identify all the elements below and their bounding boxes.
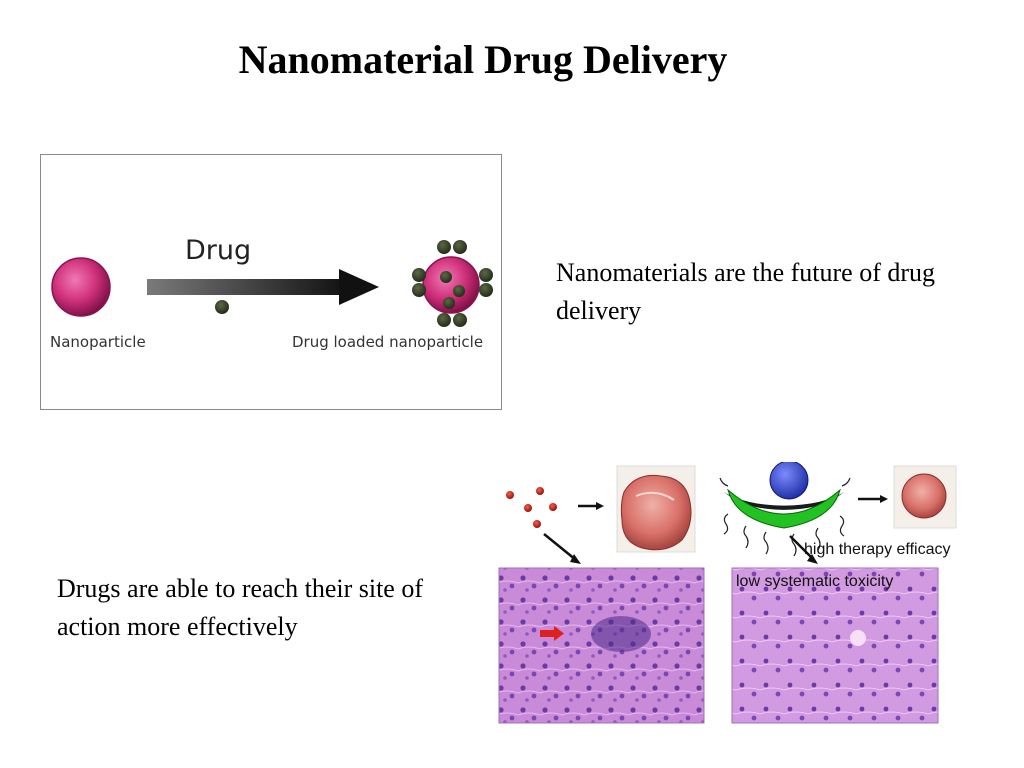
- arrow-icon: [543, 533, 581, 564]
- high-therapy-efficacy-caption: high therapy efficacy: [804, 541, 951, 558]
- low-systematic-toxicity-caption: low systematic toxicity: [736, 573, 894, 590]
- tumor-small-image: [893, 465, 957, 529]
- slide-title: Nanomaterial Drug Delivery: [238, 37, 728, 82]
- drug-label: Drug: [185, 235, 252, 266]
- nanoparticle-icon: [51, 257, 111, 317]
- nanoparticle-label: Nanoparticle: [50, 333, 146, 351]
- drug-loaded-nanoparticle-icon: [412, 240, 493, 327]
- therapy-comparison-figure: high therapy efficacy low systematic tox…: [496, 462, 966, 724]
- arrow-icon: [789, 535, 818, 564]
- drug-loaded-nanoparticle-label: Drug loaded nanoparticle: [292, 333, 484, 351]
- free-drug-dots-icon: [506, 487, 557, 528]
- tumor-large-image: [616, 465, 696, 553]
- arrow-icon: [147, 269, 379, 305]
- future-text: Nanomaterials are the future of drug del…: [556, 258, 936, 325]
- nanoparticle-loading-figure: Drug Nanoparticle Drug loaded nanopartic…: [40, 154, 502, 410]
- arrow-icon: [858, 495, 888, 503]
- site-of-action-text: Drugs are able to reach their site of ac…: [57, 574, 424, 641]
- histology-right-image: [731, 567, 939, 724]
- nanocarrier-icon: [719, 462, 851, 557]
- arrow-icon: [578, 502, 604, 510]
- red-arrow-icon: [540, 626, 564, 641]
- drug-dot-icon: [215, 300, 229, 314]
- histology-left-image: [498, 567, 705, 724]
